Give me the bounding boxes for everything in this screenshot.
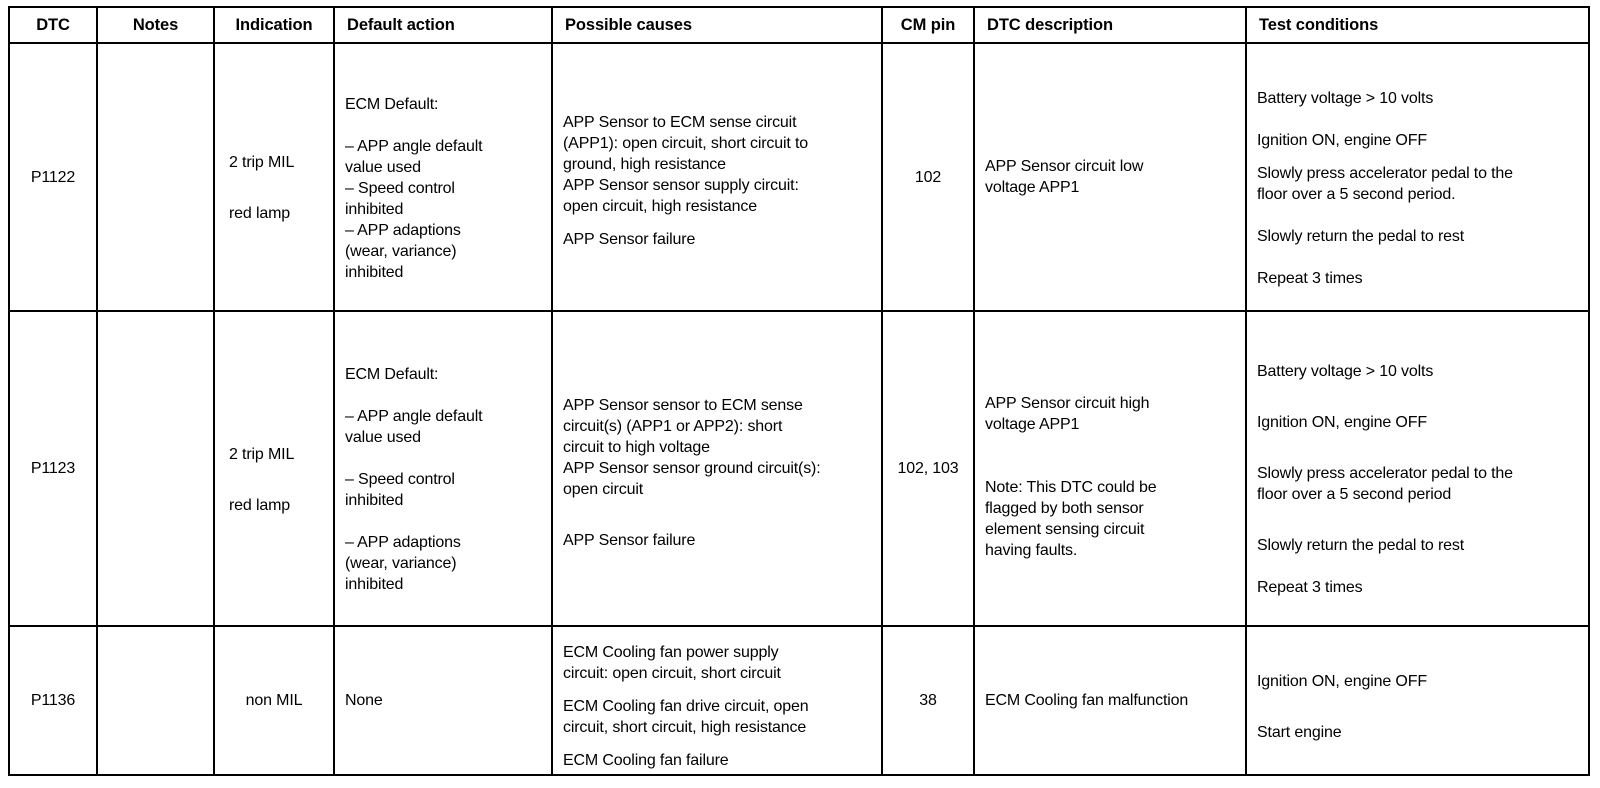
possible-cause-item: ECM Cooling fan power supply circuit: op… <box>563 644 781 682</box>
column-header-default-action: Default action <box>333 6 553 44</box>
column-header-dtc: DTC <box>8 6 98 44</box>
header-row: DTC Notes Indication Default action Poss… <box>8 6 1590 44</box>
test-condition-step: Ignition ON, engine OFF <box>1257 131 1427 149</box>
cell-cm-pin: 102, 103 <box>881 310 975 627</box>
cell-dtc-description: APP Sensor circuit low voltage APP1 <box>973 42 1247 312</box>
cell-dtc-description: APP Sensor circuit high voltage APP1 Not… <box>973 310 1247 627</box>
cell-cm-pin: 102 <box>881 42 975 312</box>
cell-possible-causes: APP Sensor sensor to ECM sense circuit(s… <box>551 310 883 627</box>
cell-dtc-code: P1136 <box>8 625 98 776</box>
cell-default-action: ECM Default: – APP angle default value u… <box>333 310 553 627</box>
cell-cm-pin: 38 <box>881 625 975 776</box>
possible-cause-item: APP Sensor failure <box>563 231 696 248</box>
dtc-description-text: ECM Cooling fan malfunction <box>985 692 1189 709</box>
test-condition-step: Slowly press accelerator pedal to the fl… <box>1257 164 1513 203</box>
test-condition-step: Start engine <box>1257 723 1342 741</box>
possible-cause-item: APP Sensor sensor to ECM sense circuit(s… <box>563 396 803 456</box>
column-header-test-conditions: Test conditions <box>1245 6 1590 44</box>
indication-line: 2 trip MIL <box>229 445 295 463</box>
test-condition-step: Slowly return the pedal to rest <box>1257 537 1465 554</box>
possible-cause-item: ECM Cooling fan drive circuit, open circ… <box>563 698 809 736</box>
table-row: P1123 2 trip MIL red lamp ECM Default: –… <box>8 310 1590 627</box>
default-action-item: – APP adaptions (wear, variance) inhibit… <box>345 221 461 281</box>
default-action-heading: None <box>345 692 383 709</box>
column-header-cm-pin: CM pin <box>881 6 975 44</box>
cell-dtc-code: P1123 <box>8 310 98 627</box>
test-condition-step: Ignition ON, engine OFF <box>1257 414 1427 431</box>
column-header-indication: Indication <box>213 6 335 44</box>
indication-line: 2 trip MIL <box>229 154 295 171</box>
possible-cause-item: APP Sensor to ECM sense circuit (APP1): … <box>563 114 809 173</box>
cell-dtc-description: ECM Cooling fan malfunction <box>973 625 1247 776</box>
indication-line: red lamp <box>229 205 291 222</box>
cell-possible-causes: APP Sensor to ECM sense circuit (APP1): … <box>551 42 883 312</box>
table-row: P1136 non MIL None ECM Cooling fan power… <box>8 625 1590 776</box>
column-header-dtc-description: DTC description <box>973 6 1247 44</box>
possible-cause-item: ECM Cooling fan failure <box>563 752 729 769</box>
default-action-item: – APP angle default value used <box>345 137 483 176</box>
cell-indication: 2 trip MIL red lamp <box>213 310 335 627</box>
possible-cause-item: APP Sensor sensor supply circuit: open c… <box>563 177 799 215</box>
cell-default-action: None <box>333 625 553 776</box>
cell-test-conditions: Battery voltage > 10 volts Ignition ON, … <box>1245 42 1590 312</box>
dtc-description-text: APP Sensor circuit low voltage APP1 <box>985 158 1144 196</box>
cell-indication: non MIL <box>213 625 335 776</box>
test-condition-step: Ignition ON, engine OFF <box>1257 672 1427 690</box>
test-condition-step: Repeat 3 times <box>1257 579 1363 596</box>
dtc-fault-code-table: DTC Notes Indication Default action Poss… <box>8 6 1590 776</box>
default-action-item: – Speed control inhibited <box>345 471 455 509</box>
default-action-item: – Speed control inhibited <box>345 179 455 218</box>
cell-test-conditions: Ignition ON, engine OFF Start engine <box>1245 625 1590 776</box>
cell-possible-causes: ECM Cooling fan power supply circuit: op… <box>551 625 883 776</box>
test-condition-step: Slowly press accelerator pedal to the fl… <box>1257 465 1513 503</box>
table-body: P1122 2 trip MIL red lamp ECM Default: –… <box>8 42 1590 776</box>
default-action-item: – APP angle default value used <box>345 408 483 446</box>
column-header-possible-causes: Possible causes <box>551 6 883 44</box>
dtc-description-note: Note: This DTC could be flagged by both … <box>985 478 1157 559</box>
cell-indication: 2 trip MIL red lamp <box>213 42 335 312</box>
cell-test-conditions: Battery voltage > 10 volts Ignition ON, … <box>1245 310 1590 627</box>
possible-cause-item: APP Sensor failure <box>563 531 696 549</box>
test-condition-step: Battery voltage > 10 volts <box>1257 89 1434 107</box>
cell-default-action: ECM Default: – APP angle default value u… <box>333 42 553 312</box>
default-action-item: – APP adaptions (wear, variance) inhibit… <box>345 534 461 593</box>
default-action-heading: ECM Default: <box>345 95 439 113</box>
table-header: DTC Notes Indication Default action Poss… <box>8 6 1590 44</box>
possible-cause-item: APP Sensor sensor ground circuit(s): ope… <box>563 459 821 498</box>
cell-notes <box>96 625 215 776</box>
test-condition-step: Repeat 3 times <box>1257 269 1363 287</box>
table-row: P1122 2 trip MIL red lamp ECM Default: –… <box>8 42 1590 312</box>
test-condition-step: Battery voltage > 10 volts <box>1257 363 1434 380</box>
dtc-description-text: APP Sensor circuit high voltage APP1 <box>985 394 1150 433</box>
default-action-heading: ECM Default: <box>345 366 439 383</box>
test-condition-step: Slowly return the pedal to rest <box>1257 227 1465 245</box>
cell-dtc-code: P1122 <box>8 42 98 312</box>
cell-notes <box>96 310 215 627</box>
indication-line: red lamp <box>229 496 291 514</box>
cell-notes <box>96 42 215 312</box>
column-header-notes: Notes <box>96 6 215 44</box>
